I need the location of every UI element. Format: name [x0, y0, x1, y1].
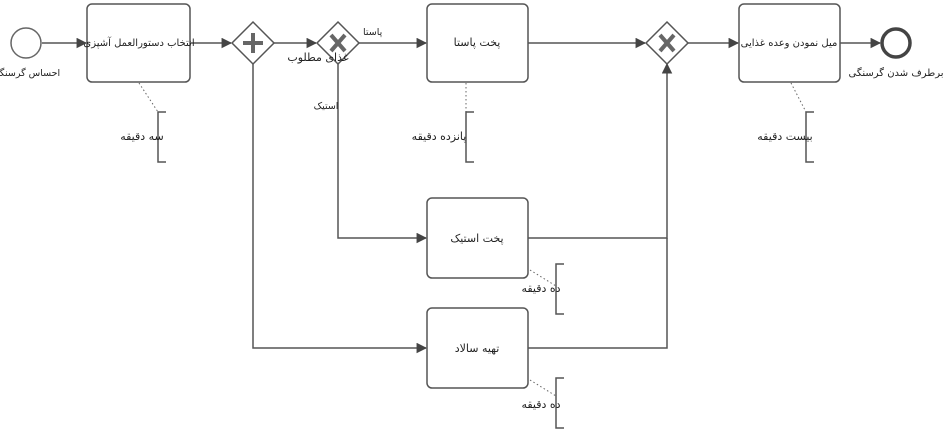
task-eat-meal[interactable] — [738, 3, 841, 83]
annotation-bracket-prepare-salad — [555, 377, 564, 429]
annotation-twenty-minutes: بیست دقیقه — [757, 130, 812, 143]
annotation-ten-minutes-steak: ده دقیقه — [521, 282, 560, 295]
sequence-flows — [42, 37, 882, 354]
task-prepare-salad[interactable] — [426, 307, 529, 389]
task-cook-pasta[interactable] — [426, 3, 529, 83]
assoc-prepare-salad — [529, 379, 557, 397]
exclusive-gateway[interactable] — [315, 20, 361, 66]
merge-gateway[interactable] — [644, 20, 690, 66]
end-event[interactable] — [880, 27, 912, 59]
task-prepare-salad-label: تهیه سالاد — [455, 342, 500, 355]
start-event[interactable] — [10, 27, 42, 59]
annotation-bracket-cook-steak — [555, 263, 564, 315]
task-select-recipe-label: انتخاب دستورالعمل آشپزی — [83, 36, 194, 49]
annotation-bracket-eat-meal — [805, 111, 814, 163]
assoc-eat-meal — [790, 82, 807, 113]
assoc-select-recipe — [138, 82, 159, 113]
annotation-bracket-cook-pasta — [465, 111, 474, 163]
end-event-label: برطرف شدن گرسنگی — [848, 67, 943, 79]
parallel-gateway[interactable] — [230, 20, 276, 66]
start-event-label: احساس گرسنگی — [0, 67, 60, 79]
annotation-fifteen-minutes: پانزده دقیقه — [412, 130, 467, 143]
assoc-cook-steak — [529, 269, 557, 287]
flow-label-steak: استیک — [314, 101, 339, 112]
flow-steak-to-merge — [528, 62, 673, 239]
task-cook-steak[interactable] — [426, 197, 529, 279]
flow-parallel-to-salad — [252, 64, 428, 354]
annotation-bracket-select-recipe — [157, 111, 166, 163]
task-eat-meal-label: میل نمودن وعده غذایی — [741, 38, 838, 49]
task-cook-pasta-label: پخت پاستا — [454, 36, 501, 49]
flow-salad-to-merge — [528, 238, 668, 349]
annotation-associations — [138, 82, 807, 397]
annotation-three-minutes: سه دقیقه — [120, 130, 164, 143]
annotation-brackets — [157, 111, 814, 429]
flow-steak — [337, 64, 428, 244]
task-cook-steak-label: پخت استیک — [450, 232, 503, 245]
exclusive-gateway-label: غذای مطلوب — [287, 51, 349, 64]
task-select-recipe[interactable] — [86, 3, 191, 83]
annotation-ten-minutes-salad: ده دقیقه — [521, 398, 560, 411]
flow-label-pasta: پاستا — [363, 27, 383, 38]
